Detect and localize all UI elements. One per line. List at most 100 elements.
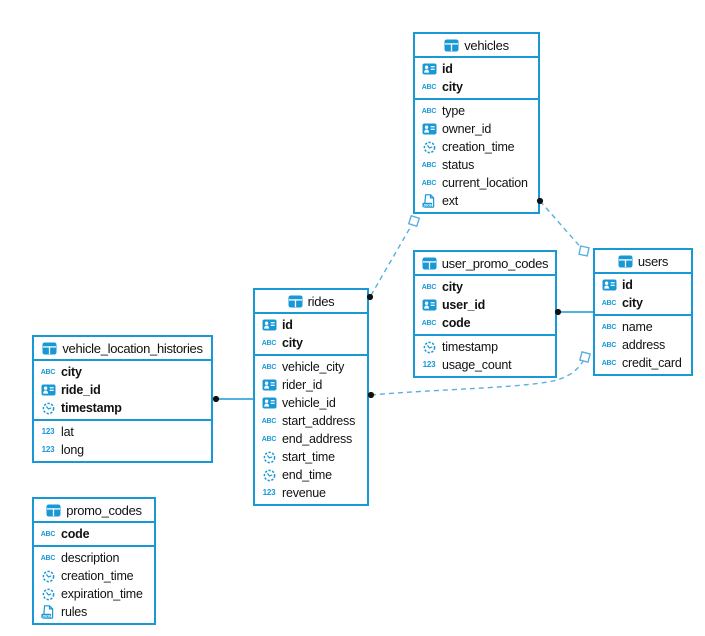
connection-dot-marker xyxy=(212,395,220,403)
field-name: name xyxy=(622,320,653,334)
field-name: creation_time xyxy=(61,569,134,583)
json-icon: JSON xyxy=(39,605,57,619)
id-badge-icon xyxy=(420,123,438,135)
field-name: creation_time xyxy=(442,140,515,154)
abc-icon: ABC xyxy=(421,107,437,115)
123-icon: 123 xyxy=(41,427,55,436)
connection-vehicles-users xyxy=(536,197,590,257)
connection-vehicle_location_histories-rides xyxy=(212,395,253,403)
abc-icon: ABC xyxy=(421,161,437,169)
table-icon xyxy=(288,295,303,308)
field-name: ride_id xyxy=(61,383,101,397)
field-row: end_time xyxy=(255,466,367,484)
field-name: usage_count xyxy=(442,358,512,372)
table-title: promo_codes xyxy=(66,502,142,518)
field-name: timestamp xyxy=(61,401,122,415)
abc-icon: ABC xyxy=(601,341,617,349)
id-badge-icon xyxy=(600,279,618,291)
field-name: long xyxy=(61,443,84,457)
field-row: 123 long xyxy=(34,441,211,459)
field-row: start_time xyxy=(255,448,367,466)
table-icon xyxy=(618,255,633,268)
field-name: city xyxy=(61,365,82,379)
field-name: current_location xyxy=(442,176,528,190)
123-icon: 123 xyxy=(41,445,55,454)
field-name: id xyxy=(282,318,293,332)
field-row: creation_time xyxy=(34,567,154,585)
connection-rides-vehicles xyxy=(366,214,421,301)
connection-square-marker xyxy=(578,350,592,364)
table-header: promo_codes xyxy=(34,499,154,523)
connection-square-marker xyxy=(407,214,421,228)
field-row: user_id xyxy=(415,296,555,314)
table-icon xyxy=(46,504,61,517)
json-icon: JSON xyxy=(420,194,438,208)
field-name: type xyxy=(442,104,465,118)
field-name: rules xyxy=(61,605,88,619)
table-icon xyxy=(42,342,57,355)
field-row: owner_id xyxy=(415,120,538,138)
field-row: JSON rules xyxy=(34,603,154,621)
123-icon: 123 xyxy=(262,488,276,497)
table-header: users xyxy=(595,250,691,274)
id-badge-icon xyxy=(420,299,438,311)
id-badge-icon xyxy=(420,63,438,75)
field-name: expiration_time xyxy=(61,587,143,601)
clock-icon xyxy=(39,402,57,415)
connection-square-marker xyxy=(578,245,590,257)
field-name: code xyxy=(442,316,471,330)
table-title: vehicle_location_histories xyxy=(62,340,203,356)
connection-user_promo_codes-users xyxy=(554,308,593,316)
clock-icon xyxy=(39,570,57,583)
field-name: credit_card xyxy=(622,356,682,370)
field-row: timestamp xyxy=(34,399,211,417)
field-name: city xyxy=(282,336,303,350)
field-row: ABC current_location xyxy=(415,174,538,192)
clock-icon xyxy=(420,141,438,154)
id-badge-icon xyxy=(260,319,278,331)
abc-icon: ABC xyxy=(261,435,277,443)
id-badge-icon xyxy=(39,384,57,396)
svg-text:JSON: JSON xyxy=(423,203,433,207)
field-name: vehicle_city xyxy=(282,360,345,374)
svg-text:JSON: JSON xyxy=(42,614,52,618)
field-name: description xyxy=(61,551,120,565)
table-header: user_promo_codes xyxy=(415,252,555,276)
abc-icon: ABC xyxy=(421,179,437,187)
table-header: vehicle_location_histories xyxy=(34,337,211,361)
123-icon: 123 xyxy=(422,360,436,369)
table-icon xyxy=(422,257,437,270)
clock-icon xyxy=(260,451,278,464)
table-header: vehicles xyxy=(415,34,538,58)
field-row: 123 usage_count xyxy=(415,356,555,374)
abc-icon: ABC xyxy=(601,323,617,331)
field-name: timestamp xyxy=(442,340,498,354)
table-title: users xyxy=(637,253,669,269)
field-row: expiration_time xyxy=(34,585,154,603)
